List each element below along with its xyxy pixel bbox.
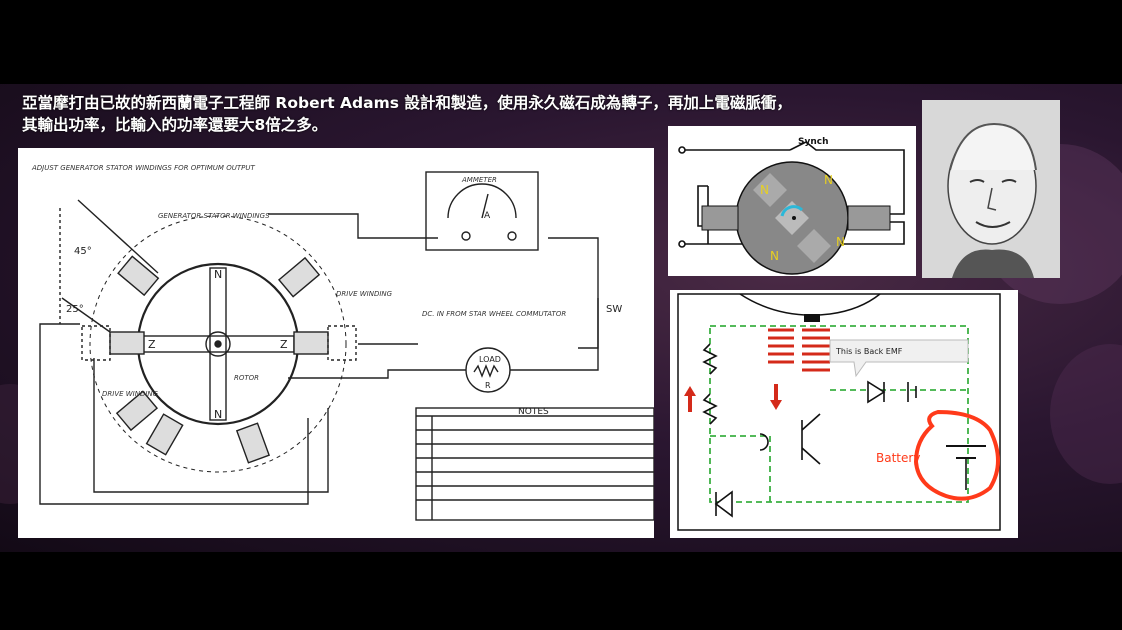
rotor-sector bbox=[797, 229, 831, 263]
load-resistor-zigzag bbox=[473, 364, 499, 378]
rotor-axle bbox=[792, 216, 796, 220]
rotor-pole-z-right: Z bbox=[280, 338, 288, 351]
rotor-magnet-block bbox=[804, 314, 820, 322]
dc-in-note: DC. IN FROM STAR WHEEL COMMUTATOR bbox=[422, 310, 566, 318]
circuit-frame bbox=[677, 293, 1001, 531]
rotor-pole-n-bottom: N bbox=[214, 408, 222, 421]
lower-right-stator-coil bbox=[277, 256, 321, 298]
wire-return-inner bbox=[93, 358, 329, 493]
rotor-magnet-diagram: N N N N Synch bbox=[668, 126, 916, 276]
resistor-top bbox=[702, 343, 718, 375]
diode-top bbox=[867, 380, 886, 404]
terminal-bottom bbox=[678, 240, 686, 248]
ammeter-label: AMMETER bbox=[461, 176, 497, 184]
ammeter-box bbox=[425, 171, 539, 251]
ammeter-terminal-right bbox=[507, 231, 517, 241]
left-drive-coil bbox=[109, 331, 145, 355]
magnet-pole-n-1: N bbox=[760, 183, 769, 197]
bottom-letterbox bbox=[0, 552, 1122, 630]
adjust-note-label: ADJUST GENERATOR STATOR WINDINGS FOR OPT… bbox=[31, 164, 255, 172]
ammeter-needle bbox=[481, 193, 489, 219]
rotor-label: ROTOR bbox=[234, 374, 259, 382]
current-arrow-down-shaft bbox=[774, 384, 778, 402]
robert-adams-portrait bbox=[922, 100, 1060, 278]
portrait-sketch bbox=[922, 100, 1060, 278]
caption-line-1: 亞當摩打由已故的新西蘭電子工程師 Robert Adams 設計和製造，使用永久… bbox=[22, 94, 792, 112]
magnet-pole-n-3: N bbox=[836, 235, 845, 249]
right-coil-housing bbox=[327, 325, 357, 361]
wire-top-right bbox=[805, 141, 905, 215]
caption-line-2: 其輸出功率，比輸入的功率還要大8倍之多。 bbox=[22, 116, 328, 134]
load-label: LOAD bbox=[479, 355, 501, 364]
load-r-label: R bbox=[485, 381, 491, 390]
wire-load-right bbox=[510, 298, 599, 371]
wire-right bbox=[548, 237, 599, 349]
bg-blob bbox=[1050, 344, 1122, 484]
angle-25-label: 25° bbox=[66, 304, 84, 315]
hair bbox=[949, 122, 1037, 171]
back-emf-callout bbox=[829, 339, 969, 378]
switch-label: SW bbox=[606, 304, 622, 315]
drive-winding-label-1: DRIVE WINDING bbox=[336, 290, 393, 298]
angle-45-label: 45° bbox=[74, 246, 92, 257]
nose bbox=[987, 187, 997, 211]
rotor-spoke-vertical bbox=[209, 267, 227, 421]
shoulders bbox=[952, 249, 1034, 278]
left-eye bbox=[969, 179, 985, 183]
lower-left-stator-coil bbox=[235, 422, 271, 464]
transistor-emitter bbox=[801, 447, 821, 465]
ammeter-terminal-left bbox=[461, 231, 471, 241]
resistor-bottom bbox=[702, 393, 718, 425]
left-coil-housing bbox=[81, 325, 111, 361]
crossover-hop bbox=[759, 433, 769, 451]
notes-header: NOTES bbox=[518, 407, 549, 417]
load-resistor-circle bbox=[465, 347, 511, 393]
current-arrow-down-head bbox=[770, 400, 782, 410]
rotor-pole-z-left: Z bbox=[148, 338, 156, 351]
mouth bbox=[975, 221, 1011, 228]
rotor-svg: N N N N Synch bbox=[678, 137, 905, 275]
synch-switch bbox=[789, 141, 807, 151]
slide-caption: 亞當摩打由已故的新西蘭電子工程師 Robert Adams 設計和製造，使用永久… bbox=[22, 92, 922, 136]
upper-left-stator-coil bbox=[115, 390, 159, 432]
left-stator-coil bbox=[145, 413, 184, 456]
magnet-pole-n-4: N bbox=[770, 249, 779, 263]
ammeter-a-label: A bbox=[484, 211, 491, 221]
current-arrow-up-head bbox=[684, 386, 696, 396]
upper-right-stator-coil bbox=[117, 255, 160, 297]
top-letterbox bbox=[0, 0, 1122, 84]
back-emf-label: This is Back EMF bbox=[835, 347, 903, 356]
wire-top bbox=[268, 213, 438, 239]
angle-line-25 bbox=[61, 297, 111, 333]
left-electromagnet bbox=[701, 205, 739, 231]
circuit-svg: This is Back EMF Battery bbox=[677, 293, 1001, 531]
rotor-hub bbox=[205, 331, 231, 357]
ammeter-dial bbox=[447, 183, 517, 219]
diode-bottom bbox=[714, 490, 733, 518]
rotor-shaft bbox=[214, 340, 222, 348]
synch-label: Synch bbox=[798, 137, 829, 147]
transistor-collector bbox=[801, 413, 821, 431]
angle-line-45 bbox=[77, 199, 159, 274]
adams-motor-drawing: ADJUST GENERATOR STATOR WINDINGS FOR OPT… bbox=[18, 148, 655, 538]
terminal-top bbox=[678, 146, 686, 154]
back-emf-circuit: This is Back EMF Battery bbox=[670, 290, 1018, 538]
wire-return-left bbox=[39, 323, 309, 505]
rotor-arc bbox=[739, 293, 881, 316]
magnet-pole-n-2: N bbox=[824, 173, 833, 187]
right-drive-coil bbox=[293, 331, 329, 355]
notes-table bbox=[415, 407, 655, 521]
right-eye bbox=[1001, 179, 1017, 183]
motor-schematic-svg: ADJUST GENERATOR STATOR WINDINGS FOR OPT… bbox=[31, 164, 655, 521]
drive-winding-label-2: DRIVE WINDING bbox=[102, 390, 159, 398]
gen-stator-label: GENERATOR STATOR WINDINGS bbox=[158, 212, 270, 220]
right-electromagnet bbox=[847, 205, 891, 231]
current-arrow-up-shaft bbox=[688, 394, 692, 412]
rotor-pole-n-top: N bbox=[214, 268, 222, 281]
stator-dashed-ring bbox=[89, 215, 347, 473]
battery-label: Battery bbox=[876, 451, 920, 465]
battery-highlight-circle bbox=[913, 409, 1000, 501]
wire-load-left bbox=[288, 369, 466, 379]
rotation-arrow bbox=[780, 205, 804, 217]
